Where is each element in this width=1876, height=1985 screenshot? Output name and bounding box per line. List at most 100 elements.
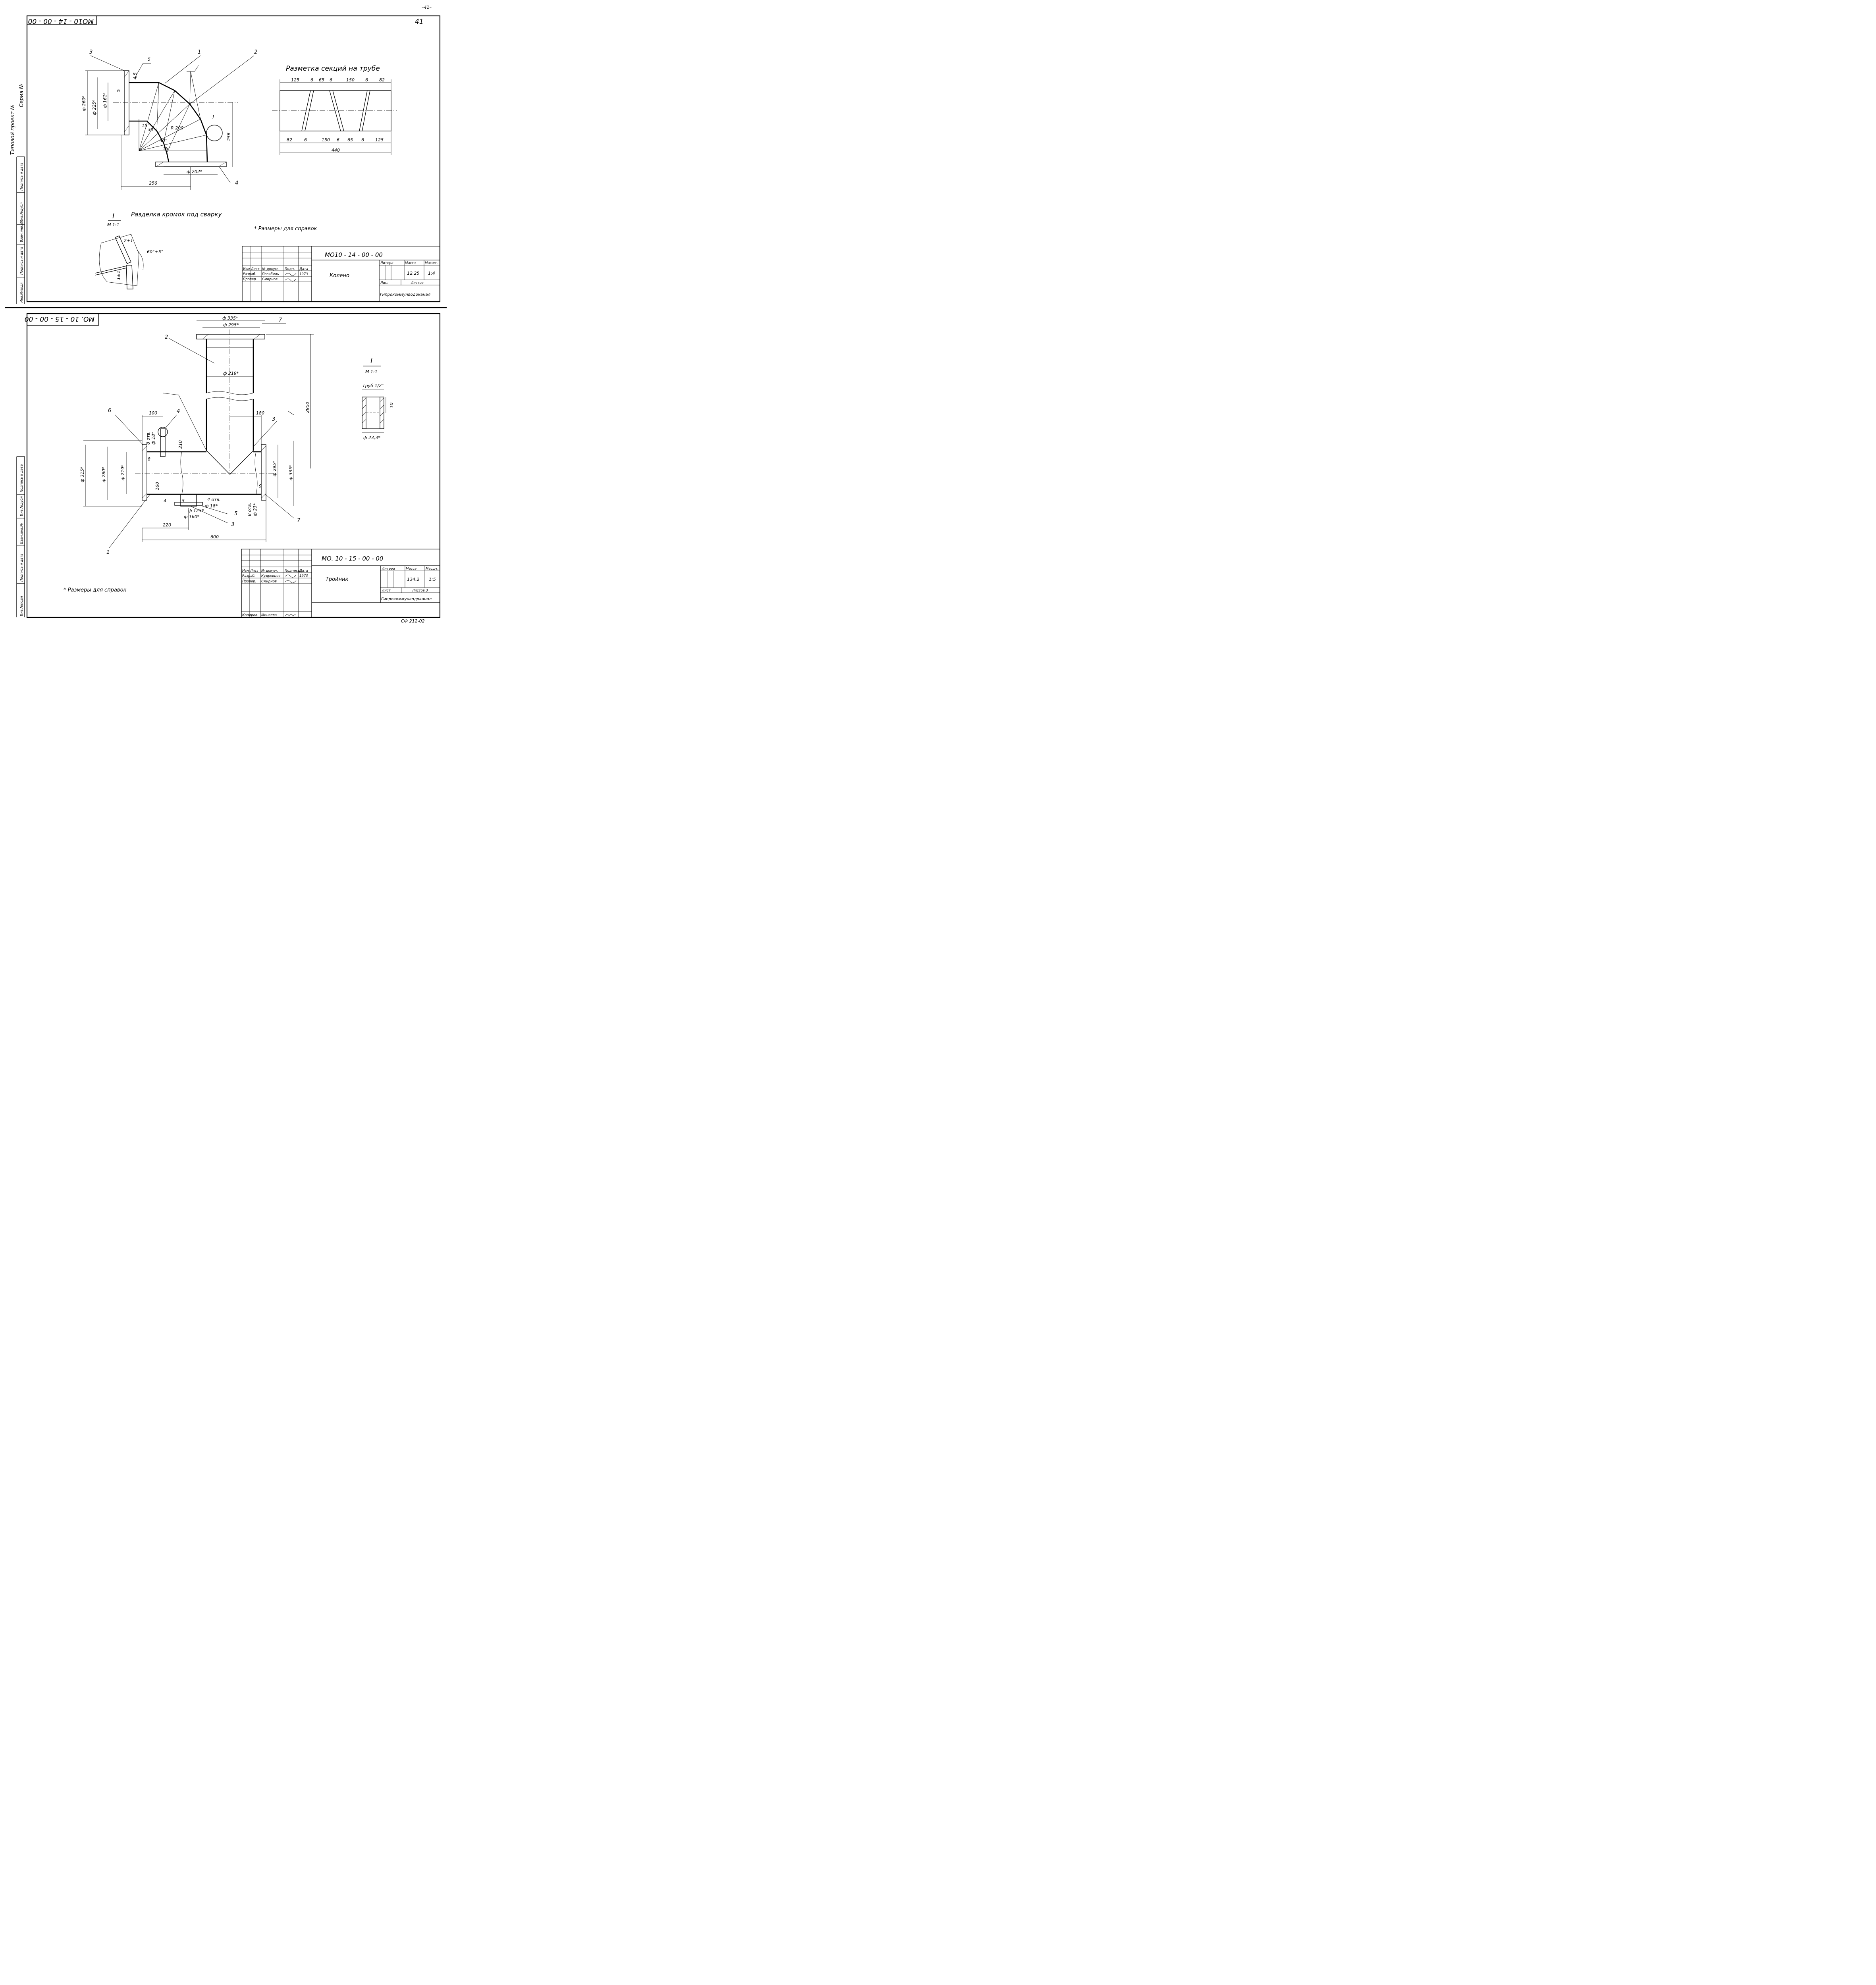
callout-4: 4	[235, 180, 238, 186]
top-note: * Размеры для справок	[254, 226, 317, 232]
bottom-tb-h4: Дата	[299, 569, 308, 573]
top-stamp-columns	[16, 156, 25, 304]
dim-bottom-pipe: ф 202⁸	[187, 169, 202, 174]
tee-callout-2: 2	[165, 334, 168, 340]
bottom-tb-r3-name: Минаева	[261, 613, 277, 617]
top-tb-scale: 1:4	[428, 271, 435, 276]
bottom-tb-sheet: Лист	[382, 589, 391, 593]
dim-flange-inner: ф 161⁰	[102, 93, 108, 108]
bottom-tb-h2: № докум.	[261, 569, 278, 573]
dim-d125: ф 125*	[188, 508, 204, 513]
bottom-tb-r2-name: Смирнов	[261, 580, 277, 584]
stamp-bottom-label-4: Подпись и дата	[20, 464, 24, 492]
dim-d219top: ф 219*	[223, 371, 239, 376]
pipe-dim-top-4: 150	[346, 77, 355, 83]
dim-ang30b: 30°	[160, 138, 168, 143]
top-tb-r1-date: 1973	[299, 272, 308, 276]
stamp-bottom-label-0: Инв.№подл	[20, 596, 24, 616]
pipe-title: Разметка секций на трубе	[286, 65, 380, 73]
bottom-titleblock-grid	[241, 549, 440, 618]
dim-h2950: 2950	[305, 402, 310, 413]
callout-1: 1	[198, 49, 201, 55]
top-sheet-frame	[26, 15, 441, 303]
detail-mark-i: I	[212, 115, 214, 121]
dim-d18b: ф 18*	[205, 503, 218, 509]
tee-callout-5b: 5	[182, 498, 185, 503]
top-tb-code: МО10 - 14 - 00 - 00	[325, 251, 383, 258]
pipe-dim-bottom-3: 6	[337, 137, 339, 143]
bottom-tb-lit: Литера	[382, 567, 395, 571]
top-tb-lit: Литера	[380, 261, 393, 265]
pipe-dim-bottom-1: 6	[304, 137, 307, 143]
tee-callout-7-bottom: 7	[297, 518, 301, 524]
dim-d18: ф 18*	[151, 432, 156, 445]
pipe-dim-bottom-6: 125	[375, 137, 384, 143]
dim-w180: 180	[256, 410, 264, 416]
dim-w600: 600	[210, 534, 219, 540]
dim-t45: 4,5	[133, 73, 138, 80]
tee-callout-3: 3	[272, 416, 275, 422]
tee-callout-6: 6	[108, 408, 111, 414]
top-signature-1	[285, 273, 297, 276]
top-tb-mass-label: Масса	[405, 261, 416, 265]
pipe-dim-top-6: 82	[379, 77, 385, 83]
bottom-tb-code: МО. 10 - 15 - 00 - 00	[322, 555, 383, 562]
stamp-label-3: Инв.№дубл	[20, 202, 24, 222]
dim-d315: ф 315⁰	[80, 467, 85, 482]
top-tb-h2: № докум.	[262, 267, 279, 271]
side-text-line2: Серия №	[19, 84, 25, 107]
pipe-total: 440	[332, 148, 340, 153]
dim-t8: 8	[148, 457, 150, 462]
section-angle: 60°±5°	[147, 249, 163, 254]
bottom-tb-scale: 1:5	[429, 577, 436, 582]
tee-drawing	[83, 320, 314, 548]
top-tb-sheets: Листов	[411, 281, 424, 285]
top-tb-sheet: Лист	[380, 281, 389, 285]
dim-ang30: 30°	[148, 127, 156, 132]
top-tb-r2-name: Смирнов	[262, 278, 278, 281]
bottom-tb-name: Тройник	[326, 576, 349, 582]
top-tb-org: Гипрокоммунводоканал	[380, 293, 431, 297]
top-tb-h4: Дата	[299, 267, 308, 271]
top-tb-r1-name: Поскбиль	[262, 272, 279, 276]
bottom-tb-r3-role: Копиров.	[242, 613, 258, 617]
top-code-box	[27, 15, 97, 25]
detail-i-mark: I	[370, 357, 372, 365]
dim-radius: R 200	[171, 125, 183, 131]
dim-ang15a: 15°	[142, 123, 150, 128]
section-gap: 2±1	[124, 238, 133, 243]
tee-callout-4: 4	[177, 409, 180, 414]
stamp-label-4: Подпись и дата	[20, 163, 24, 191]
bottom-tb-mass: 134,2	[407, 577, 420, 582]
tee-callout-1: 1	[106, 549, 110, 555]
section-mark: I	[112, 212, 114, 220]
top-tb-h1: Лист	[251, 267, 260, 271]
bottom-tb-h3: Подпись	[285, 569, 300, 573]
bottom-tb-r1-name: Кудрявцев	[261, 574, 281, 578]
top-corner-number: –41–	[422, 5, 432, 10]
detail-d: ф 23,3*	[363, 435, 380, 440]
pipe-dim-top-0: 125	[291, 77, 299, 83]
top-tb-name: Колено	[330, 273, 349, 279]
stamp-label-0: Инв.№подл	[20, 282, 24, 303]
tee-callout-5: 5	[234, 511, 237, 517]
top-tb-mass: 12,25	[407, 271, 420, 276]
dim-h160: 160	[155, 482, 160, 490]
pipe-dim-bottom-2: 150	[322, 137, 330, 143]
dim-d295top: ф 295*	[223, 322, 239, 328]
dim-d160: ф 160*	[184, 514, 200, 519]
section-title: Разделка кромок под сварку	[131, 211, 222, 218]
detail-pipe: Труб 1/2"	[362, 383, 384, 388]
bottom-sheet-frame	[26, 313, 441, 618]
bottom-tb-mass-label: Масса	[406, 567, 416, 571]
pipe-dim-top-2: 65	[319, 77, 324, 83]
footer-code: СФ 212-02	[401, 619, 425, 624]
bottom-tb-r1-date: 1973	[299, 574, 308, 578]
top-code-rotated: МО10 - 14 - 00 - 00	[28, 17, 94, 25]
tee-callout-4b: 4	[164, 498, 166, 503]
dim-d335r: ф 335*	[288, 464, 293, 480]
bottom-signature-2	[285, 580, 297, 583]
side-text-line1: Типовой проект №	[10, 104, 16, 155]
stamp-label-1: Подпись и дата	[20, 247, 24, 275]
dim-w220: 220	[163, 522, 171, 528]
